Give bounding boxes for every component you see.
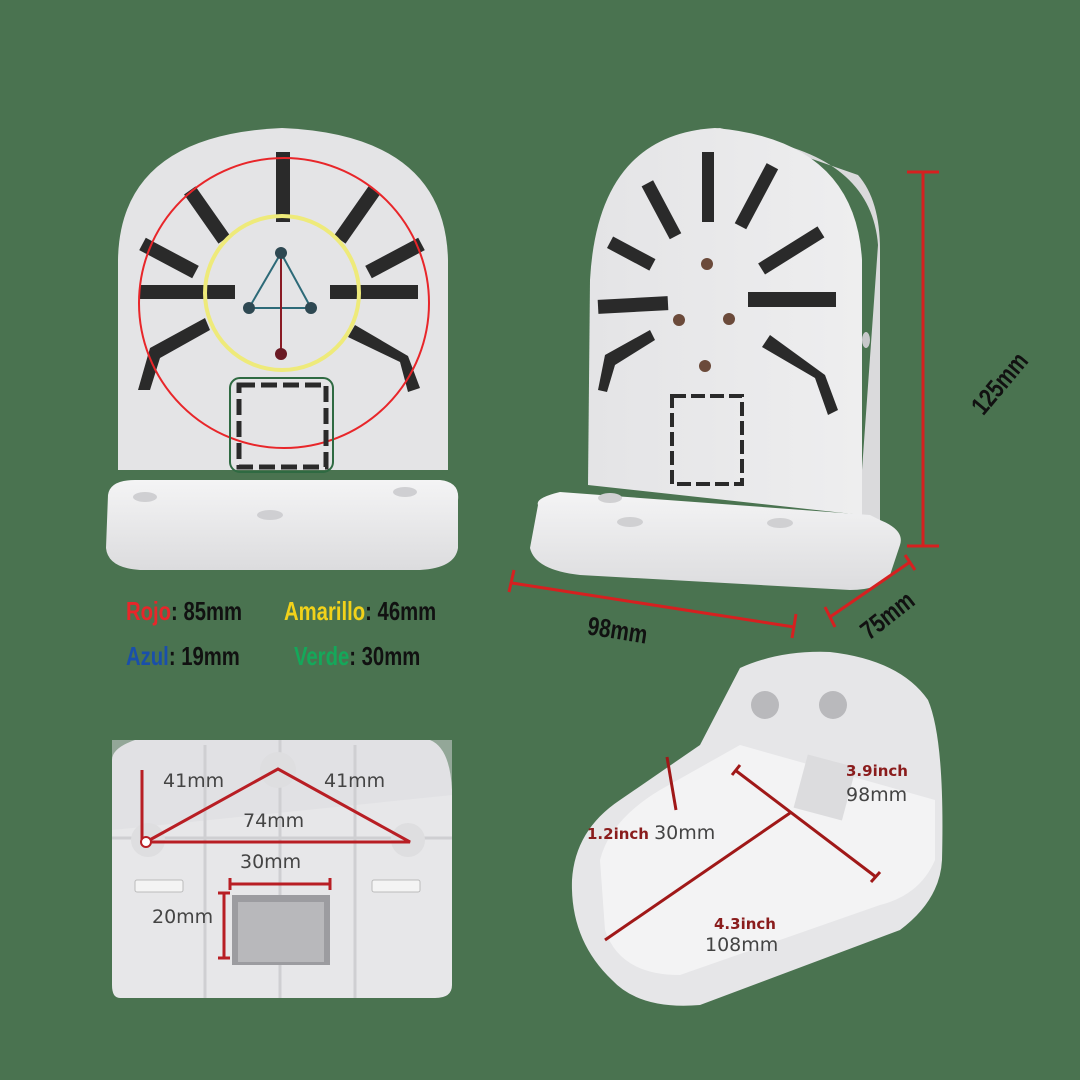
legend-name-azul: Azul <box>126 641 169 671</box>
opening-width-label: 30mm <box>240 851 302 873</box>
legend-item-azul: Azul: 19mm <box>126 641 240 671</box>
wall-height-inch: 1.2inch <box>587 825 649 843</box>
hole-distance-label: 74mm <box>243 810 305 832</box>
legend-item-verde: Verde: 30mm <box>294 641 421 671</box>
bracket-perspective <box>530 128 901 590</box>
inner-width-mm: 98mm <box>846 784 908 806</box>
wall-height-mm: 30mm <box>654 822 716 844</box>
inner-length-inch: 4.3inch <box>714 915 776 933</box>
left-spacing-label: 41mm <box>163 770 225 792</box>
bracket-inside-view <box>571 651 943 1006</box>
legend-value-rojo: 85mm <box>183 596 243 626</box>
bracket-front-annotated <box>106 128 459 570</box>
inner-width-inch: 3.9inch <box>846 762 908 780</box>
dimension-lines <box>507 170 939 639</box>
bracket-back-view <box>112 740 452 998</box>
legend-value-azul: 19mm <box>181 641 240 671</box>
legend-value-verde: 30mm <box>361 641 421 671</box>
legend-name-rojo: Rojo <box>126 596 172 626</box>
wall-height-label: 1.2inch 30mm <box>587 822 715 844</box>
legend-item-rojo: Rojo: 85mm <box>126 596 243 626</box>
inner-length-mm: 108mm <box>705 934 779 956</box>
legend-value-amarillo: 46mm <box>377 596 437 626</box>
right-spacing-label: 41mm <box>324 770 386 792</box>
legend-name-verde: Verde <box>294 641 350 671</box>
opening-height-label: 20mm <box>152 906 214 928</box>
legend-item-amarillo: Amarillo: 46mm <box>284 596 437 626</box>
legend-name-amarillo: Amarillo <box>284 596 366 626</box>
